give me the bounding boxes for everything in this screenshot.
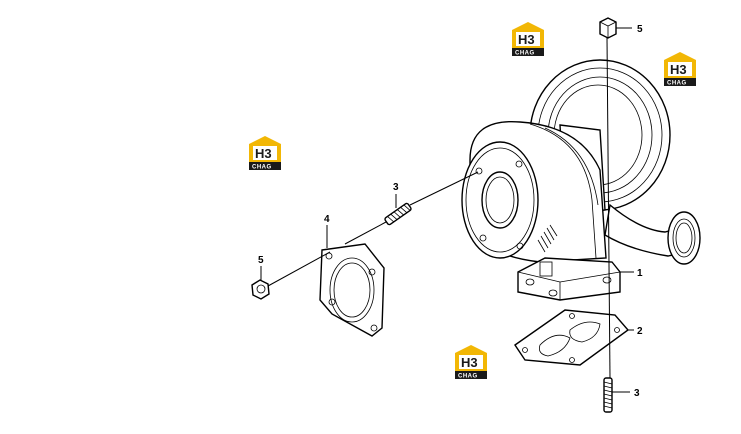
callout-1: 1 bbox=[637, 268, 643, 279]
svg-text:CHAG: CHAG bbox=[667, 81, 687, 87]
svg-text:H3: H3 bbox=[255, 146, 272, 161]
gasket-turbine-outlet bbox=[319, 243, 385, 337]
assembly-lines bbox=[267, 37, 611, 379]
svg-text:H3: H3 bbox=[518, 32, 535, 47]
leader-lines bbox=[260, 27, 634, 393]
turbocharger-assembly bbox=[461, 59, 701, 301]
watermark-logo: H3 CHAG bbox=[455, 345, 487, 380]
gasket-turbine-inlet bbox=[514, 309, 630, 366]
callout-3-bottom: 3 bbox=[634, 388, 640, 399]
svg-text:H3: H3 bbox=[461, 355, 478, 370]
callout-2: 2 bbox=[637, 326, 643, 337]
svg-text:CHAG: CHAG bbox=[252, 165, 272, 171]
stud-left bbox=[384, 202, 412, 226]
watermark-logo: H3 CHAG bbox=[249, 136, 281, 171]
callout-3-top: 3 bbox=[393, 182, 399, 193]
callout-4: 4 bbox=[324, 214, 330, 225]
svg-text:H3: H3 bbox=[670, 62, 687, 77]
hex-nut-top bbox=[599, 17, 617, 39]
callout-5-left: 5 bbox=[258, 255, 264, 266]
hex-nut-left bbox=[251, 279, 270, 300]
svg-text:CHAG: CHAG bbox=[458, 374, 478, 380]
callout-5-top: 5 bbox=[637, 24, 643, 35]
svg-text:CHAG: CHAG bbox=[515, 51, 535, 57]
stud-bottom bbox=[603, 377, 613, 413]
watermark-logo: H3 CHAG bbox=[512, 22, 544, 57]
watermark-logo: H3 CHAG bbox=[664, 52, 696, 87]
